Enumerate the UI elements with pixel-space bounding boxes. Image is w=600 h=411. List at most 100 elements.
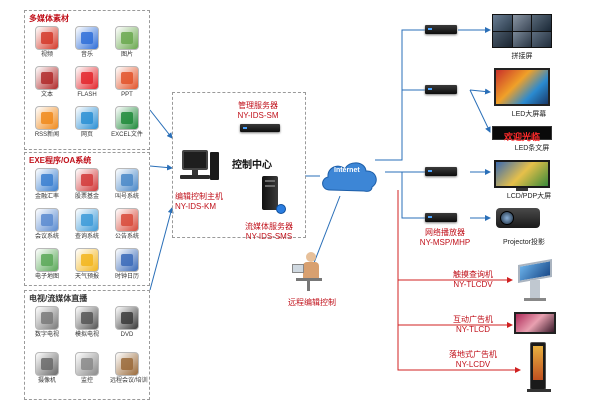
weather-icon <box>75 248 99 272</box>
stream-server-label: 流媒体服务器 NY-IDS-SMS <box>236 222 302 242</box>
stream-server-logo-icon <box>276 204 286 214</box>
tile-label: PPT <box>121 92 133 98</box>
picture-icon <box>115 26 139 50</box>
mgmt-server-label: 管理服务器 NY-IDS-SM <box>226 101 290 121</box>
flash-icon <box>75 66 99 90</box>
control-center-panel <box>172 92 306 238</box>
splice-wall-screen <box>492 14 552 48</box>
notice-icon <box>115 208 139 232</box>
tile-video: 视频 <box>30 26 64 59</box>
network-player-model: NY-MSP/MHP <box>419 238 471 247</box>
mgmt-server-device <box>240 124 280 132</box>
tile-label: 远程会议/培训 <box>110 378 148 384</box>
tile-excel: EXCEL文件 <box>110 106 144 139</box>
tile-picture: 图片 <box>110 26 144 59</box>
camcorder-icon <box>35 352 59 376</box>
floor-standing-ad-icon <box>527 342 551 392</box>
tile-label: 会议系统 <box>34 234 59 240</box>
tile-label: 音乐 <box>80 52 93 58</box>
terminal-1-label: 触摸查询机 NY-TLCDV <box>440 270 506 290</box>
tile-antenna-tower: 模拟电视 <box>70 306 104 339</box>
lcd-pdp-screen <box>494 160 550 188</box>
tile-label: RSS新闻 <box>34 132 60 138</box>
tile-label: 查询系统 <box>74 234 99 240</box>
exe-oa-panel: EXE程序/OA系统 <box>24 152 150 286</box>
internet-label: Internet <box>334 167 360 174</box>
tile-label: DVD <box>120 332 134 338</box>
internet-cloud-icon <box>322 162 377 192</box>
tile-label: 天气预报 <box>74 274 99 280</box>
tile-surveillance: 监控 <box>70 352 104 385</box>
stream-server-device <box>262 176 278 210</box>
tile-webpage: 网页 <box>70 106 104 139</box>
tile-clock-calendar: 时钟日历 <box>110 248 144 281</box>
player-hub-4 <box>425 213 457 222</box>
lcd-pdp-label: LCD/PDP大屏 <box>506 193 552 200</box>
rss-icon <box>35 106 59 130</box>
webpage-icon <box>75 106 99 130</box>
projector-icon <box>496 208 540 228</box>
remote-editor-icon <box>292 252 326 292</box>
tile-flash: FLASH <box>70 66 104 99</box>
network-player-name: 网络播放器 <box>425 228 465 237</box>
tile-label: 网页 <box>80 132 93 138</box>
tile-label: 电子地图 <box>34 274 59 280</box>
satellite-icon <box>35 306 59 330</box>
player-hub-1 <box>425 25 457 34</box>
tile-ppt: PPT <box>110 66 144 99</box>
excel-icon <box>115 106 139 130</box>
tile-label: 叫号系统 <box>114 194 139 200</box>
led-big-label: LED大屏幕 <box>511 111 547 118</box>
tile-text: 文本 <box>30 66 64 99</box>
antenna-tower-icon <box>75 306 99 330</box>
multimedia-title: 多媒体素材 <box>29 14 69 23</box>
map-icon <box>35 248 59 272</box>
tile-label: 模拟电视 <box>74 332 99 338</box>
video-icon <box>35 26 59 50</box>
terminal-3-label: 落地式广告机 NY-LCDV <box>440 350 506 370</box>
stream-server-name: 流媒体服务器 <box>245 222 293 231</box>
terminal-1-model: NY-TLCDV <box>453 280 493 289</box>
control-center-title: 控制中心 <box>232 160 272 171</box>
tile-conference: 远程会议/培训 <box>110 352 148 385</box>
tile-label: 股票基金 <box>74 194 99 200</box>
stream-server-model: NY-IDS-SMS <box>245 232 293 241</box>
tile-label: 摄像机 <box>37 378 56 384</box>
tile-map: 电子地图 <box>30 248 64 281</box>
tile-meeting: 会议系统 <box>30 208 64 241</box>
edit-host-label: 编辑控制主机 NY-IDS-KM <box>175 192 235 212</box>
edit-host-model: NY-IDS-KM <box>175 202 217 211</box>
tile-weather: 天气预报 <box>70 248 104 281</box>
exe-oa-title: EXE程序/OA系统 <box>29 156 92 165</box>
meeting-icon <box>35 208 59 232</box>
interactive-ad-screen <box>514 312 556 334</box>
tile-label: 时钟日历 <box>114 274 139 280</box>
tile-stock-fund: 股票基金 <box>70 168 104 201</box>
query-icon <box>75 208 99 232</box>
lcd-pdp-stand <box>516 188 528 191</box>
conference-icon <box>115 352 139 376</box>
tile-notice: 公告系统 <box>110 208 144 241</box>
led-strip-screen: 欢迎光临 <box>492 126 552 142</box>
led-strip-text: 欢迎光临 <box>503 132 540 142</box>
text-icon <box>35 66 59 90</box>
tile-label: 数字电视 <box>34 332 59 338</box>
music-icon <box>75 26 99 50</box>
surveillance-icon <box>75 352 99 376</box>
tile-queue-call: 叫号系统 <box>110 168 144 201</box>
clock-calendar-icon <box>115 248 139 272</box>
edit-host-name: 编辑控制主机 <box>175 192 223 201</box>
queue-call-icon <box>115 168 139 192</box>
remote-edit-label: 远程编辑控制 <box>288 298 336 307</box>
projector-label: Projector投影 <box>502 239 545 246</box>
splice-wall-label: 拼接屏 <box>511 53 533 60</box>
tv-stream-title: 电视/流媒体直播 <box>29 294 88 303</box>
player-hub-2 <box>425 85 457 94</box>
dvd-icon <box>115 306 139 330</box>
tile-label: 公告系统 <box>114 234 139 240</box>
tile-dvd: DVD <box>110 306 144 339</box>
led-strip-label: LED条文屏 <box>514 145 550 152</box>
led-big-screen <box>494 68 550 106</box>
